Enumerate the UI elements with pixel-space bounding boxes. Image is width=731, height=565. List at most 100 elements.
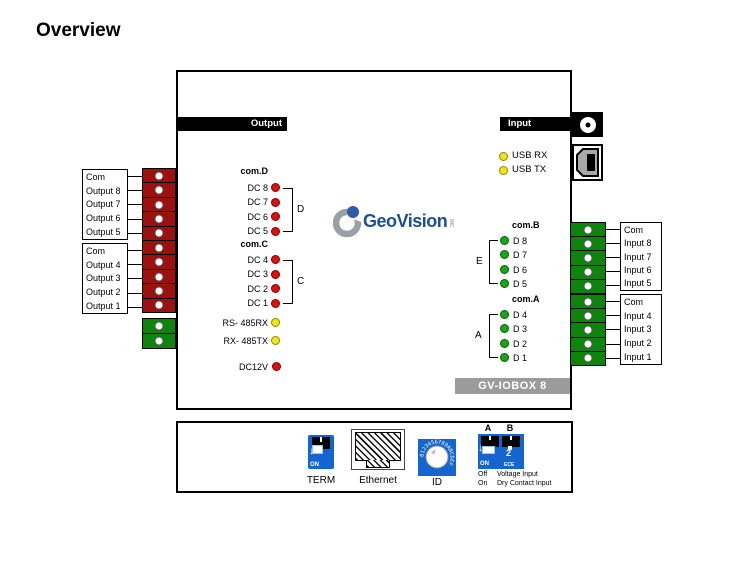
com-a-header: com.A xyxy=(512,294,540,304)
term-label: TERM xyxy=(306,475,336,486)
connector-line xyxy=(606,329,620,330)
geovision-logo-text: GeoVision xyxy=(363,211,448,231)
ethernet-port-icon xyxy=(351,429,405,470)
d1-led xyxy=(500,353,509,362)
power-jack-icon xyxy=(572,112,603,137)
connector-line xyxy=(128,190,142,191)
terminal-cell xyxy=(142,333,176,349)
dc1-led xyxy=(271,299,280,308)
terminal-cell xyxy=(142,211,176,227)
connector-line xyxy=(128,204,142,205)
output-label: Com xyxy=(86,171,106,182)
connector-line xyxy=(606,271,620,272)
terminal-cell xyxy=(570,336,606,352)
dc3-led xyxy=(271,270,280,279)
input-label: Input 3 xyxy=(624,324,652,335)
rs485-rx-led xyxy=(271,318,280,327)
output-label: Output 7 xyxy=(86,199,121,210)
d3-led xyxy=(500,324,509,333)
dc4-led xyxy=(271,255,280,264)
terminal-cell xyxy=(570,308,606,324)
output-label: Output 6 xyxy=(86,213,121,224)
connector-line xyxy=(128,233,142,234)
connector-line xyxy=(606,301,620,302)
legend-desc-voltage: Voltage Input xyxy=(497,471,538,478)
output-labels-bottom-box: Com Output 4 Output 3 Output 2 Output 1 xyxy=(82,243,128,314)
d2-led xyxy=(500,339,509,348)
terminal-cell xyxy=(570,278,606,295)
dip-a-label: A xyxy=(484,423,492,433)
terminal-cell xyxy=(570,322,606,338)
terminal-cell xyxy=(570,236,606,252)
terminal-cell xyxy=(570,222,606,238)
terminal-cell xyxy=(142,297,176,314)
d-led-label: D 1 xyxy=(513,353,528,363)
connector-line xyxy=(128,278,142,279)
dip-b-label: B xyxy=(506,423,514,433)
group-e-letter: E xyxy=(476,256,483,267)
input-label: Input 1 xyxy=(624,352,652,363)
terminal-cell xyxy=(142,225,176,242)
output-label: Com xyxy=(86,245,106,256)
connector-line xyxy=(606,243,620,244)
input-terminal-block-top xyxy=(570,222,606,295)
terminal-cell xyxy=(570,250,606,266)
input-label: Input 5 xyxy=(624,278,652,289)
output-label: Output 1 xyxy=(86,301,121,312)
d-led-label: D 4 xyxy=(513,310,528,320)
id-label: ID xyxy=(432,477,442,488)
input-terminal-block-bottom xyxy=(570,294,606,367)
d5-led xyxy=(500,279,509,288)
ethernet-label: Ethernet xyxy=(359,475,397,486)
dc-led-label: DC 4 xyxy=(247,255,268,265)
d8-led xyxy=(500,236,509,245)
group-a-letter: A xyxy=(475,330,482,341)
d6-led xyxy=(500,265,509,274)
usb-tx-led xyxy=(499,166,508,175)
output-labels-top-box: Com Output 8 Output 7 Output 6 Output 5 xyxy=(82,169,128,240)
input-labels-bottom-box: Com Input 4 Input 3 Input 2 Input 1 xyxy=(620,294,662,365)
output-label: Output 4 xyxy=(86,259,121,270)
connector-line xyxy=(128,293,142,294)
group-bracket xyxy=(283,260,293,304)
d-led-label: D 3 xyxy=(513,324,528,334)
dip-on-label: ON xyxy=(480,461,489,467)
id-rotary-dial-icon: 0123456789ABCDEF xyxy=(418,439,456,476)
dc-led-label: DC 8 xyxy=(247,183,268,193)
output-terminal-block xyxy=(142,168,176,314)
com-d-header: com.D xyxy=(240,166,268,176)
geovision-logo-suffix: INC xyxy=(448,219,454,228)
input-label: Input 6 xyxy=(624,264,652,275)
terminal-cell xyxy=(142,196,176,213)
terminal-cell xyxy=(142,283,176,299)
connector-line xyxy=(606,229,620,230)
geovision-logo-icon xyxy=(332,202,369,240)
usb-rx-label: USB RX xyxy=(512,150,548,161)
input-label: Input 4 xyxy=(624,310,652,321)
legend-state-off: Off xyxy=(478,471,488,478)
connector-line xyxy=(128,176,142,177)
terminal-cell xyxy=(142,318,176,334)
d-led-label: D 6 xyxy=(513,265,528,275)
rs485-rx-label: RS- 485RX xyxy=(222,318,268,328)
terminal-cell xyxy=(142,268,176,285)
output-label: Output 3 xyxy=(86,273,121,284)
input-label: Input 8 xyxy=(624,238,652,249)
group-d-letter: D xyxy=(297,204,305,215)
term-arrow-icon: ↓ xyxy=(309,446,314,457)
usb-tx-label: USB TX xyxy=(512,164,547,175)
dc-led-label: DC 1 xyxy=(247,298,268,308)
dc-led-label: DC 5 xyxy=(247,226,268,236)
input-labels-top-box: Com Input 8 Input 7 Input 6 Input 5 xyxy=(620,222,662,291)
group-bracket xyxy=(283,188,293,232)
terminal-cell xyxy=(142,168,176,184)
usb-port-icon xyxy=(572,144,603,181)
connector-line xyxy=(128,264,142,265)
connector-line xyxy=(128,219,142,220)
terminal-cell xyxy=(570,350,606,367)
group-bracket xyxy=(489,240,498,284)
com-c-header: com.C xyxy=(240,239,268,249)
model-label-bar: GV-IOBOX 8 xyxy=(455,378,570,394)
output-label: Output 8 xyxy=(86,185,121,196)
